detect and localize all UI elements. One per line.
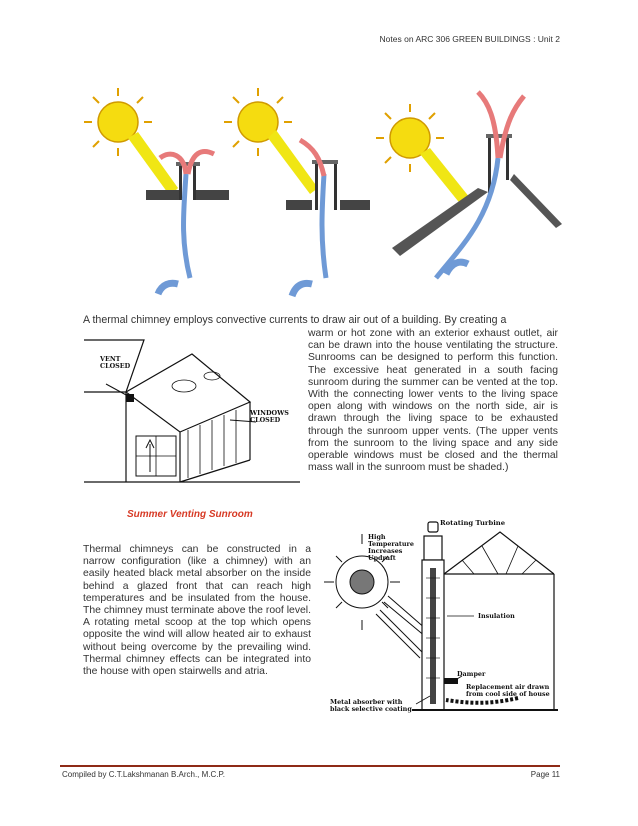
sunroom-caption: Summer Venting Sunroom: [127, 509, 253, 520]
footer-page-number: Page 11: [530, 770, 560, 779]
high-temperature-label: High Temperature Increases Updraft: [368, 533, 414, 562]
chimney-diagram-3: [376, 90, 562, 280]
chimney-diagram-1: [84, 88, 229, 296]
thermal-chimney-diagrams: [84, 88, 562, 298]
solar-chimney-figure: [324, 521, 558, 711]
footer-rule: [60, 765, 560, 767]
intro-text: A thermal chimney employs convective cur…: [83, 314, 507, 326]
sun-icon: [324, 534, 400, 630]
thermal-chimney-paragraph: Thermal chimneys can be constructed in a…: [83, 544, 311, 678]
windows-closed-label: WINDOWS CLOSED: [250, 409, 289, 424]
page-header: Notes on ARC 306 GREEN BUILDINGS : Unit …: [379, 34, 560, 44]
metal-absorber-label: Metal absorber with black selective coat…: [330, 698, 412, 713]
sunroom-paragraph: warm or hot zone with an exterior exhaus…: [308, 328, 558, 474]
vent-closed-label: VENT CLOSED: [100, 355, 131, 370]
sunroom-figure: [84, 339, 300, 483]
sun-icon: [224, 88, 292, 156]
replacement-air-label: Replacement air drawn from cool side of …: [466, 683, 550, 698]
rotating-turbine-label: Rotating Turbine: [440, 519, 506, 527]
chimney-diagram-2: [224, 88, 370, 298]
footer-author: Compiled by C.T.Lakshmanan B.Arch., M.C.…: [62, 770, 226, 779]
damper-label: Damper: [457, 670, 486, 678]
insulation-label: Insulation: [478, 612, 515, 620]
sun-icon: [376, 104, 444, 172]
